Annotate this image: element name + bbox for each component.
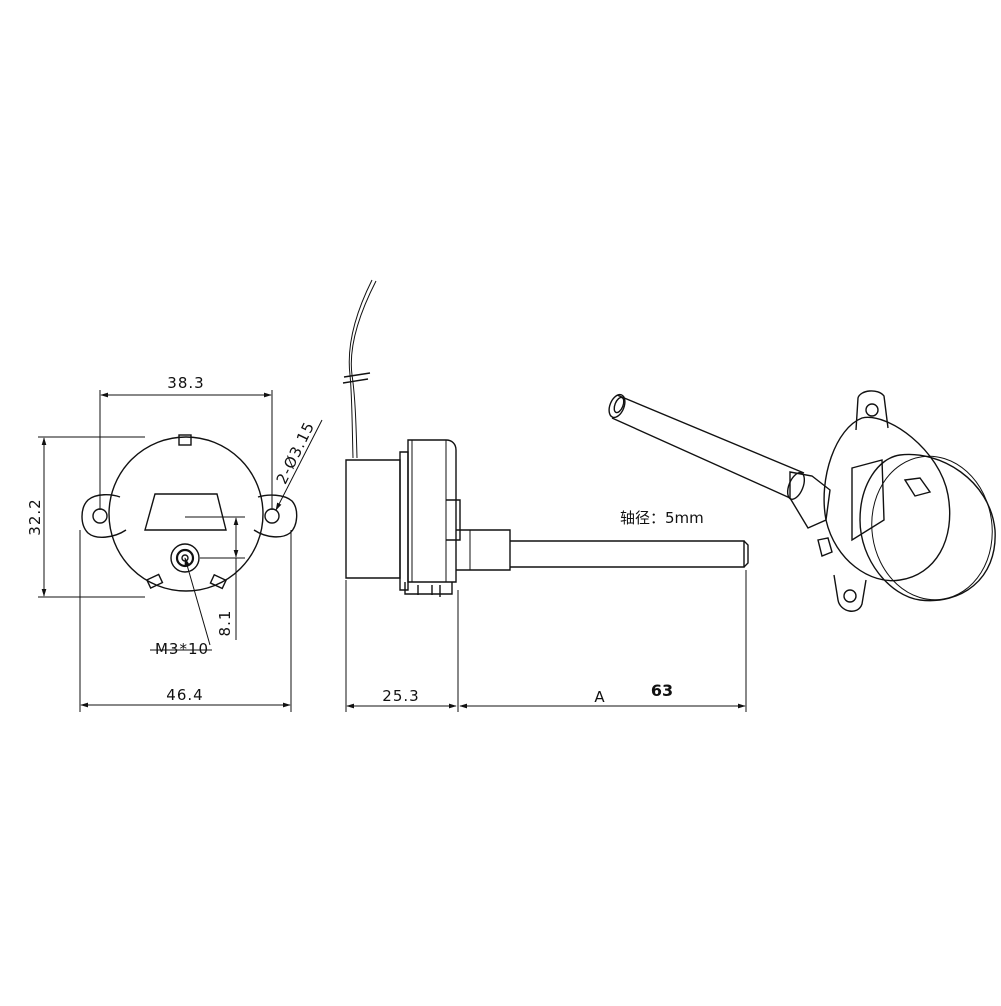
bottom-clip — [404, 582, 453, 597]
side-view — [342, 279, 749, 712]
iso-window — [851, 459, 885, 542]
label-height-left: 32.2 — [26, 498, 44, 535]
label-body-depth: 25.3 — [382, 687, 419, 705]
label-shaft-length: 63 — [651, 681, 673, 700]
front-bottom-clip-right — [209, 573, 227, 590]
label-shaft-letter: A — [594, 688, 605, 706]
shaft-collar — [456, 529, 511, 571]
isometric-view — [608, 390, 996, 612]
label-shaft-diameter: 轴径：5mm — [620, 509, 704, 527]
front-bottom-clip-left — [145, 573, 164, 589]
iso-shaft — [611, 394, 805, 499]
lead-wires — [348, 279, 377, 459]
iso-top-ear — [855, 390, 889, 431]
label-screw-note: M3*10 — [155, 640, 209, 658]
front-window — [144, 493, 227, 531]
front-view — [38, 390, 323, 712]
label-hole-note: 2-Ø3.15 — [273, 419, 319, 487]
front-mounting-flange — [81, 494, 298, 538]
label-offset-vertical: 8.1 — [216, 610, 234, 637]
iso-motor-back — [859, 453, 996, 602]
iso-bottom-ear — [833, 574, 867, 612]
gearbox-housing — [407, 439, 457, 583]
output-shaft — [510, 540, 745, 568]
center-boss — [170, 543, 200, 573]
iso-gearbox-face — [823, 416, 951, 582]
motor-body — [345, 459, 401, 579]
right-mount-hole — [264, 508, 280, 524]
left-mount-hole — [92, 508, 108, 524]
label-width-bottom: 46.4 — [166, 686, 203, 704]
front-top-tab — [178, 434, 192, 446]
label-width-top: 38.3 — [167, 374, 204, 392]
front-body-circle — [108, 436, 264, 592]
